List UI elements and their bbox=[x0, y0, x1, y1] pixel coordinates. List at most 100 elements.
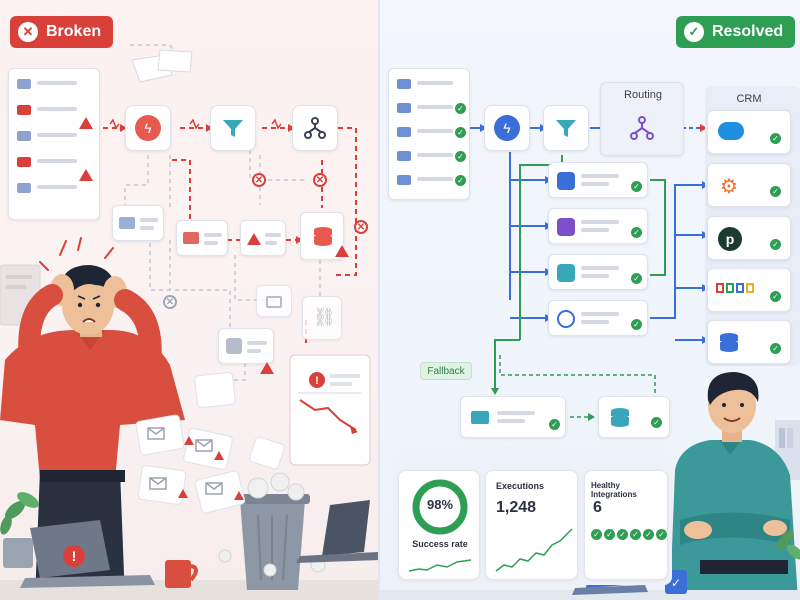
warning-icon bbox=[247, 233, 261, 245]
email-step-card[interactable] bbox=[176, 220, 228, 256]
check-icon: ✓ bbox=[770, 133, 781, 144]
executions-card: Executions 1,248 bbox=[485, 470, 578, 580]
email-icon bbox=[397, 151, 411, 161]
svg-text:✓: ✓ bbox=[671, 576, 681, 590]
filter-node[interactable] bbox=[210, 105, 256, 151]
routing-label: Routing bbox=[624, 89, 662, 101]
broken-status-label: Broken bbox=[46, 23, 102, 40]
check-icon: ✓ bbox=[455, 127, 466, 138]
check-icon: ✓ bbox=[631, 227, 642, 238]
email-icon bbox=[471, 411, 489, 424]
executions-title: Executions bbox=[496, 481, 545, 491]
email-icon bbox=[183, 232, 199, 244]
email-icon bbox=[266, 296, 282, 308]
resolved-illustration: ✓ bbox=[380, 124, 800, 600]
healthy-integrations-value: 6 bbox=[593, 499, 602, 516]
check-icon: ✓ bbox=[631, 181, 642, 192]
healthy-integrations-title: Healthy Integrations bbox=[591, 481, 637, 499]
database-integration[interactable]: ✓ bbox=[707, 320, 791, 364]
check-icon: ✓ bbox=[549, 419, 560, 430]
sparkline bbox=[408, 559, 472, 572]
mug-icon bbox=[165, 560, 191, 588]
check-icon: ✓ bbox=[617, 529, 628, 540]
error-icon: ✕ bbox=[18, 22, 38, 42]
database-step-card[interactable] bbox=[300, 212, 344, 260]
check-icon: ✓ bbox=[770, 186, 781, 197]
pipedrive-icon: p bbox=[718, 227, 742, 251]
email-icon bbox=[17, 157, 31, 167]
salesforce-icon bbox=[718, 122, 744, 140]
check-icon: ✓ bbox=[631, 319, 642, 330]
routing-node[interactable] bbox=[292, 105, 338, 151]
user-branch-card[interactable]: ✓ bbox=[548, 162, 648, 198]
routing-icon bbox=[630, 116, 654, 140]
trash-icon bbox=[240, 500, 305, 590]
trigger-node[interactable]: ϟ bbox=[484, 105, 530, 151]
resolved-status-label: Resolved bbox=[712, 23, 784, 40]
warning-step-card[interactable] bbox=[240, 220, 286, 256]
hubspot-icon: ⚙ bbox=[720, 176, 738, 198]
success-rate-value: 98% bbox=[426, 497, 454, 512]
executions-value: 1,248 bbox=[496, 499, 537, 516]
hubspot-integration[interactable]: ⚙ ✓ bbox=[707, 163, 791, 207]
broken-status-badge: ✕ Broken bbox=[10, 16, 114, 48]
email-step-card[interactable] bbox=[112, 205, 164, 241]
error-icon: ✕ bbox=[163, 295, 177, 309]
check-icon: ✓ bbox=[455, 175, 466, 186]
filter-icon bbox=[556, 120, 576, 137]
check-icon: ✓ bbox=[770, 239, 781, 250]
filter-node[interactable] bbox=[543, 105, 589, 151]
check-icon: ✓ bbox=[631, 273, 642, 284]
success-rate-ring bbox=[412, 479, 468, 535]
check-icon: ✓ bbox=[656, 529, 667, 540]
chart-branch-card[interactable]: ✓ bbox=[548, 254, 648, 290]
database-icon bbox=[720, 333, 738, 352]
chart-icon bbox=[557, 264, 575, 282]
check-icon: ✓ bbox=[651, 417, 662, 428]
error-icon: ! bbox=[63, 545, 85, 567]
fallback-email-card[interactable]: ✓ bbox=[460, 396, 566, 438]
salesforce-integration[interactable]: ✓ bbox=[707, 110, 791, 154]
email-icon bbox=[119, 217, 135, 229]
check-icon: ✓ bbox=[770, 291, 781, 302]
integration-checks: ✓ ✓ ✓ ✓ ✓ ✓ bbox=[591, 529, 667, 540]
success-rate-card: 98% Success rate bbox=[398, 470, 480, 580]
error-icon: ✕ bbox=[313, 173, 327, 187]
email-icon bbox=[397, 127, 411, 137]
email-icon bbox=[17, 131, 31, 141]
lightning-icon: ϟ bbox=[494, 115, 520, 141]
email-icon bbox=[397, 103, 411, 113]
zoho-integration[interactable]: ✓ bbox=[707, 268, 791, 312]
check-icon: ✓ bbox=[684, 22, 704, 42]
divider bbox=[378, 0, 381, 600]
resolved-status-badge: ✓ Resolved bbox=[676, 16, 796, 48]
pipedrive-integration[interactable]: p ✓ bbox=[707, 216, 791, 260]
email-step-card bbox=[256, 285, 292, 317]
email-icon bbox=[397, 79, 411, 89]
resolved-panel: ✓ ✓ Resolved ✓ ✓ ✓ ✓ ϟ Routi bbox=[380, 0, 800, 600]
warning-icon bbox=[335, 245, 349, 257]
check-icon: ✓ bbox=[770, 343, 781, 354]
lightning-icon: ϟ bbox=[135, 115, 161, 141]
error-icon: ✕ bbox=[252, 173, 266, 187]
broken-inbox-card bbox=[8, 68, 100, 220]
trigger-node[interactable]: ϟ bbox=[125, 105, 171, 151]
zoho-icon bbox=[716, 283, 754, 293]
fallback-database-card[interactable]: ✓ bbox=[598, 396, 670, 438]
broken-panel: ! ✕ Broken bbox=[0, 0, 380, 600]
headset-branch-card[interactable]: ✓ bbox=[548, 300, 648, 336]
executions-chart bbox=[495, 528, 573, 572]
error-icon: ✕ bbox=[354, 220, 368, 234]
email-icon bbox=[17, 79, 31, 89]
tag-icon bbox=[557, 218, 575, 236]
email-icon bbox=[397, 175, 411, 185]
routing-node[interactable] bbox=[619, 107, 665, 149]
fallback-badge: Fallback bbox=[420, 362, 472, 380]
tag-branch-card[interactable]: ✓ bbox=[548, 208, 648, 244]
database-icon bbox=[611, 408, 629, 427]
check-icon: ✓ bbox=[455, 103, 466, 114]
filter-icon bbox=[223, 120, 243, 137]
link-icon: ⛓ bbox=[313, 307, 336, 327]
success-rate-label: Success rate bbox=[412, 539, 468, 549]
user-step-card bbox=[218, 328, 274, 364]
